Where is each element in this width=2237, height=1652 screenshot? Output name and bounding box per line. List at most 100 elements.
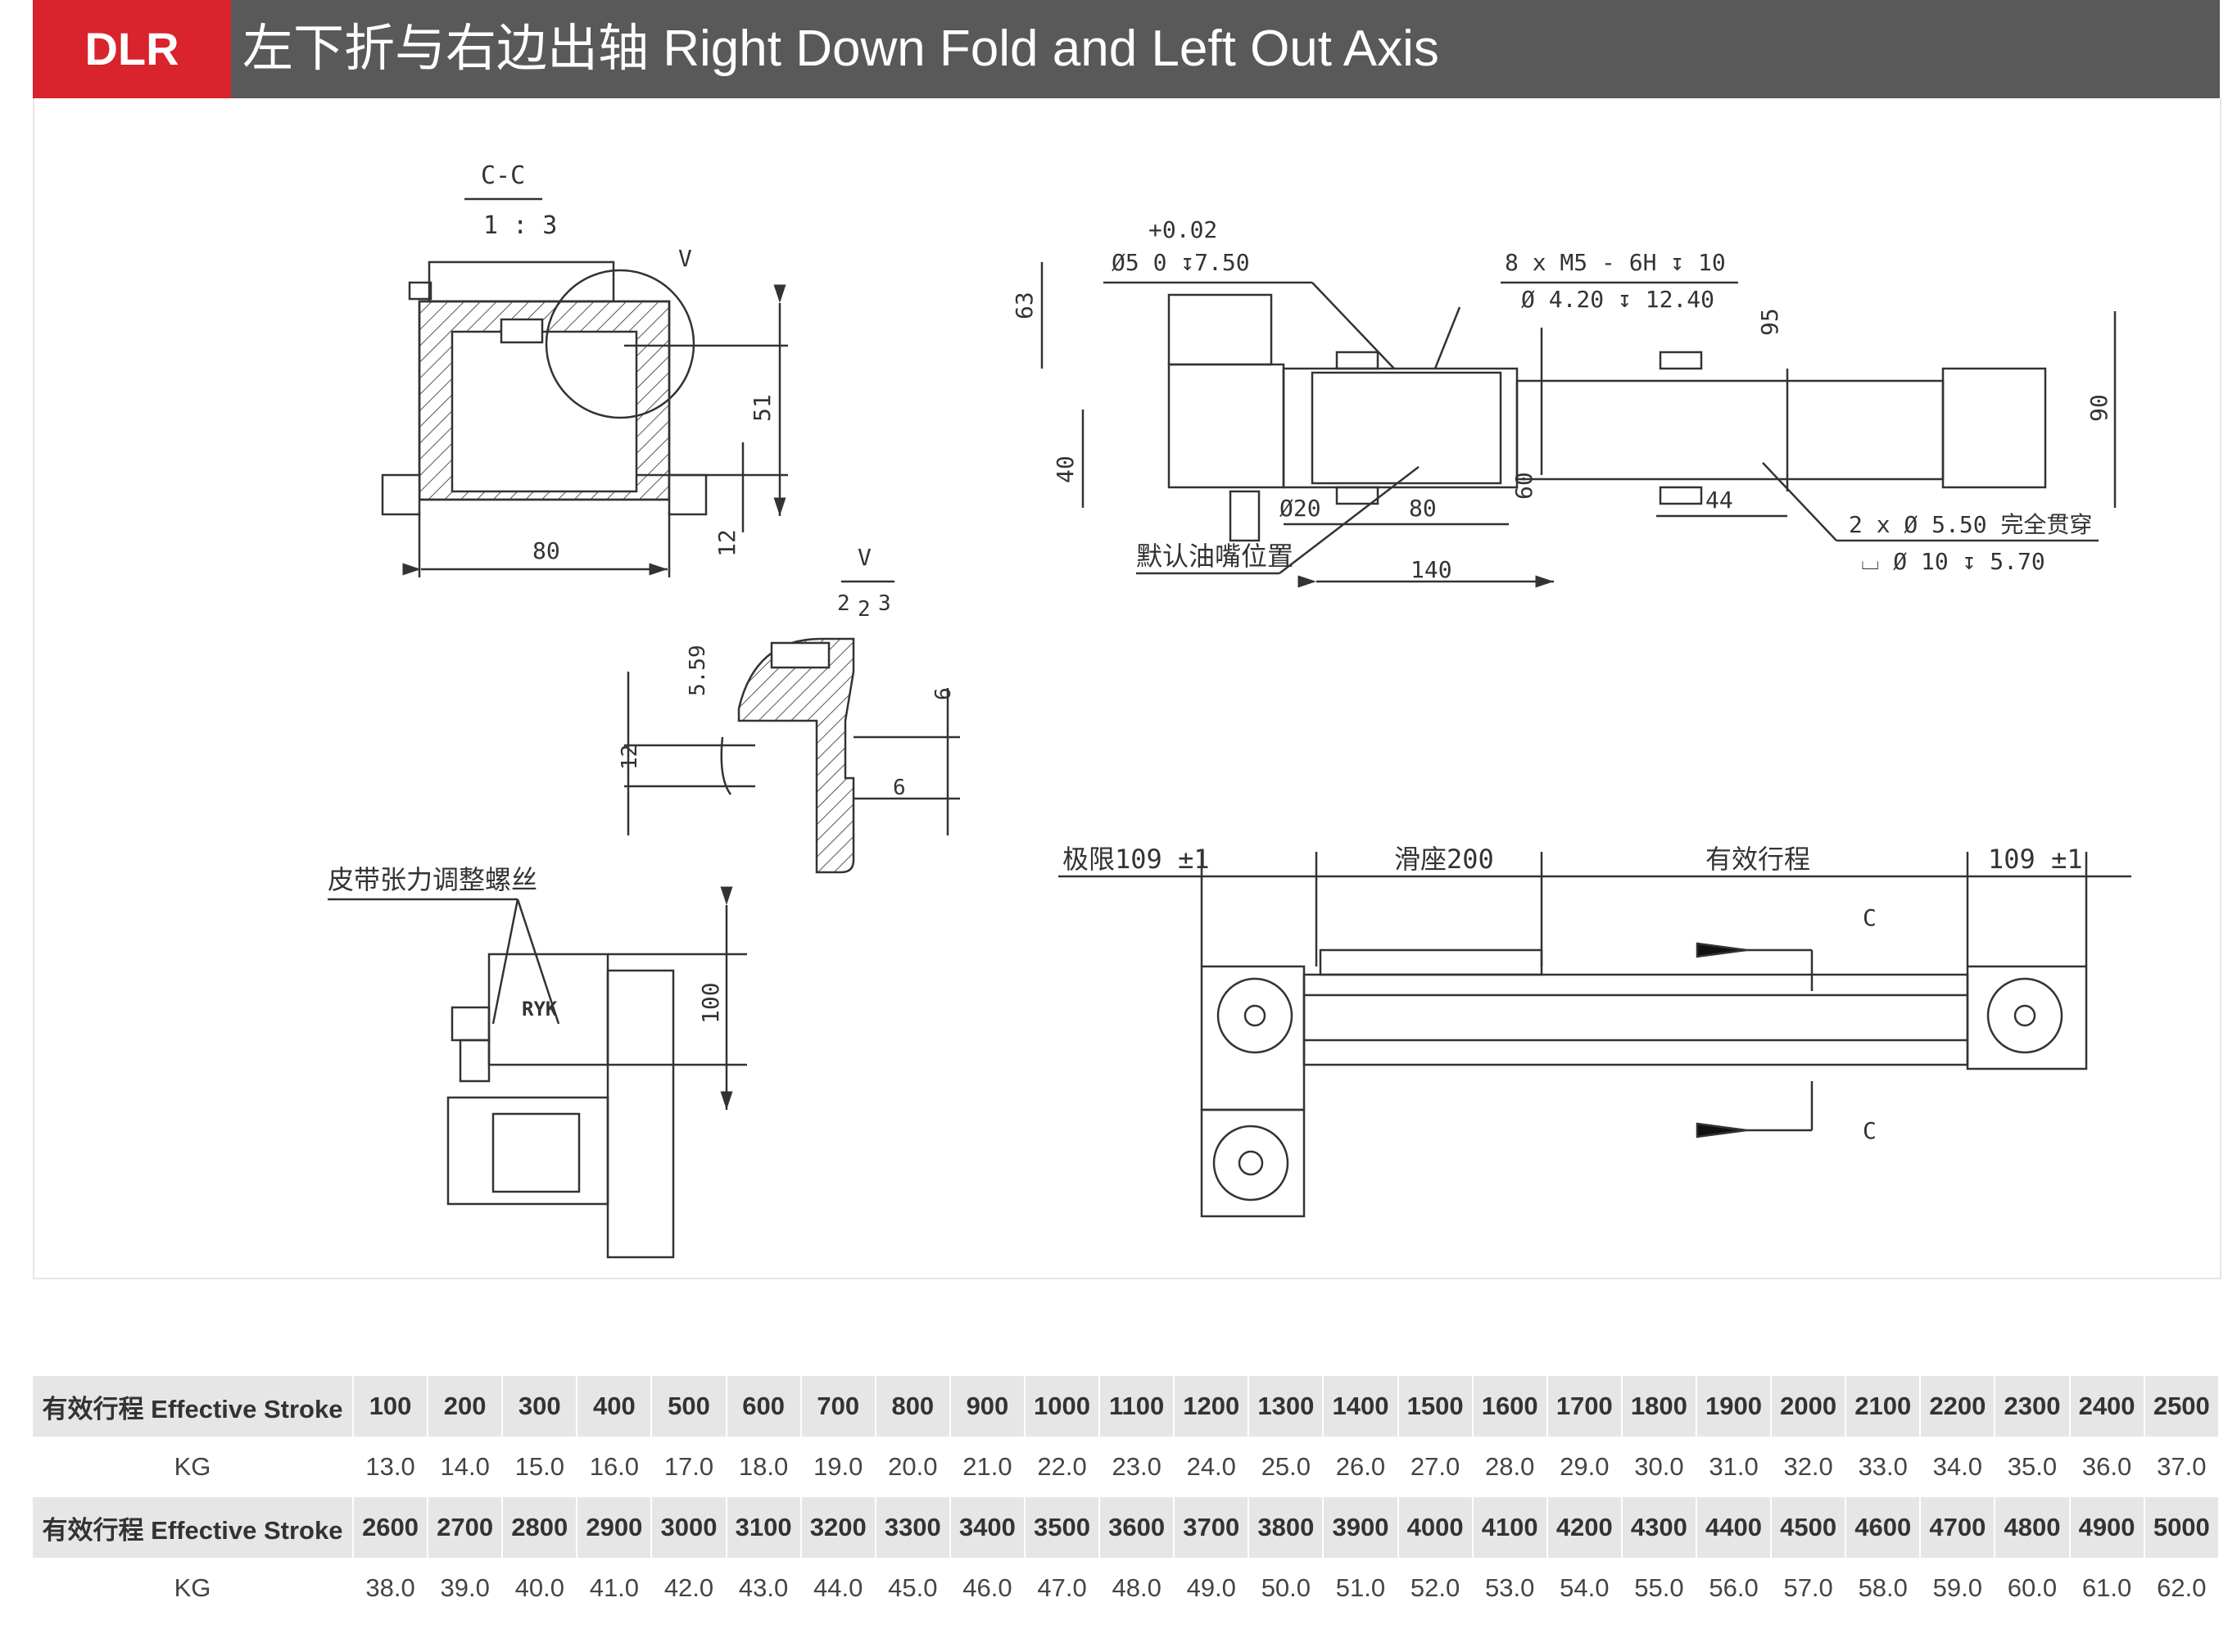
detail-marker-v: V [678,245,692,272]
stroke-cell: 2500 [2144,1376,2220,1437]
weight-cell: 58.0 [1846,1558,1922,1618]
weight-cell: 53.0 [1473,1558,1548,1618]
dim-12: 12 [713,529,740,557]
weight-cell: 31.0 [1696,1437,1773,1497]
weight-cell: 50.0 [1249,1558,1325,1618]
weight-cell: 40.0 [503,1558,578,1618]
weight-cell: 59.0 [1921,1558,1996,1618]
weight-cell: 56.0 [1696,1558,1773,1618]
section-label: C-C [481,161,525,190]
dim-90: 90 [2085,394,2112,422]
hole-tolerance: +0.02 [1148,216,1217,243]
weight-cell: 33.0 [1846,1437,1922,1497]
stroke-cell: 2900 [577,1497,653,1558]
weight-cell: 42.0 [652,1558,727,1618]
weight-cell: 30.0 [1622,1437,1697,1497]
weight-cell: 38.0 [354,1558,429,1618]
stroke-cell: 2300 [1995,1376,2071,1437]
weight-cell: 37.0 [2144,1437,2220,1497]
section-view-cc: C-C 1 : 3 V 51 12 80 [381,161,788,577]
belt-tension-note: 皮带张力调整螺丝 [328,864,537,895]
dim-51: 51 [749,394,776,422]
drawing-frame: C-C 1 : 3 V 51 12 80 V 2 2 3 [33,98,2221,1279]
dim-100: 100 [697,982,724,1024]
weight-cell: 23.0 [1100,1437,1175,1497]
stroke-cell: 1500 [1398,1376,1474,1437]
stroke-row-label: 有效行程 Effective Stroke [33,1376,354,1437]
belt-tension-view: 皮带张力调整螺丝 RYK 100 [328,864,747,1259]
stroke-cell: 1600 [1473,1376,1548,1437]
weight-cell: 34.0 [1921,1437,1996,1497]
stroke-cell: 4700 [1921,1497,1996,1558]
detail-view-v: V 2 2 3 5.59 12 6 6 [618,544,960,874]
weight-cell: 36.0 [2070,1437,2145,1497]
stroke-cell: 3900 [1324,1497,1399,1558]
stroke-cell: 1200 [1175,1376,1250,1437]
weight-cell: 47.0 [1025,1558,1101,1618]
limit-right-label: 109 ±1 [1988,844,2083,875]
dim-5-59: 5.59 [686,645,710,696]
weight-cell: 13.0 [354,1437,429,1497]
stroke-cell: 100 [354,1376,429,1437]
stroke-cell: 4800 [1995,1497,2071,1558]
stroke-cell: 1800 [1622,1376,1697,1437]
limit-left-label: 极限109 ±1 [1062,844,1210,875]
weight-cell: 32.0 [1772,1437,1847,1497]
dim-2a: 2 [837,591,850,616]
detail-v-label: V [858,544,872,571]
stroke-cell: 700 [801,1376,876,1437]
weight-cell: 17.0 [652,1437,727,1497]
thread-spec-2: Ø 4.20 ↧ 12.40 [1521,286,1714,313]
stroke-cell: 2200 [1921,1376,1996,1437]
dim-80: 80 [532,537,560,564]
hole-spec: Ø5 0 ↧7.50 [1112,249,1250,276]
weight-row-label: KG [33,1558,354,1618]
thread-spec: 8 x M5 - 6H ↧ 10 [1505,249,1726,276]
weight-cell: 24.0 [1175,1437,1250,1497]
dim-dia-20: Ø20 [1279,495,1321,522]
stroke-cell: 4600 [1846,1497,1922,1558]
dim-12-v: 12 [618,745,642,770]
stroke-cell: 2600 [354,1497,429,1558]
dim-140: 140 [1411,556,1452,583]
stroke-cell: 200 [428,1376,504,1437]
stroke-cell: 3800 [1249,1497,1325,1558]
weight-cell: 21.0 [950,1437,1026,1497]
stroke-cell: 900 [950,1376,1026,1437]
weight-cell: 20.0 [876,1437,951,1497]
stroke-cell: 1300 [1249,1376,1325,1437]
stroke-cell: 4900 [2070,1497,2145,1558]
section-c-top: C [1863,904,1877,931]
stroke-cell: 3700 [1175,1497,1250,1558]
weight-cell: 46.0 [950,1558,1026,1618]
stroke-cell: 4200 [1547,1497,1623,1558]
weight-cell: 49.0 [1175,1558,1250,1618]
stroke-cell: 4500 [1772,1497,1847,1558]
weight-cell: 60.0 [1995,1558,2071,1618]
stroke-cell: 4000 [1398,1497,1474,1558]
stroke-cell: 3200 [801,1497,876,1558]
stroke-cell: 1000 [1025,1376,1101,1437]
weight-cell: 18.0 [727,1437,802,1497]
stroke-cell: 4400 [1696,1497,1773,1558]
stroke-cell: 3500 [1025,1497,1101,1558]
stroke-cell: 2100 [1846,1376,1922,1437]
weight-cell: 15.0 [503,1437,578,1497]
weight-cell: 29.0 [1547,1437,1623,1497]
dim-63: 63 [1011,292,1038,319]
stroke-cell: 2700 [428,1497,504,1558]
stroke-cell: 1400 [1324,1376,1399,1437]
page-title: 左下折与右边出轴 Right Down Fold and Left Out Ax… [242,20,1439,77]
weight-cell: 41.0 [577,1558,653,1618]
stroke-cell: 3600 [1100,1497,1175,1558]
stroke-cell: 400 [577,1376,653,1437]
weight-cell: 19.0 [801,1437,876,1497]
weight-row-label: KG [33,1437,354,1497]
section-c-bottom: C [1863,1117,1877,1144]
dim-60: 60 [1510,472,1537,500]
weight-cell: 27.0 [1398,1437,1474,1497]
stroke-row-label: 有效行程 Effective Stroke [33,1497,354,1558]
